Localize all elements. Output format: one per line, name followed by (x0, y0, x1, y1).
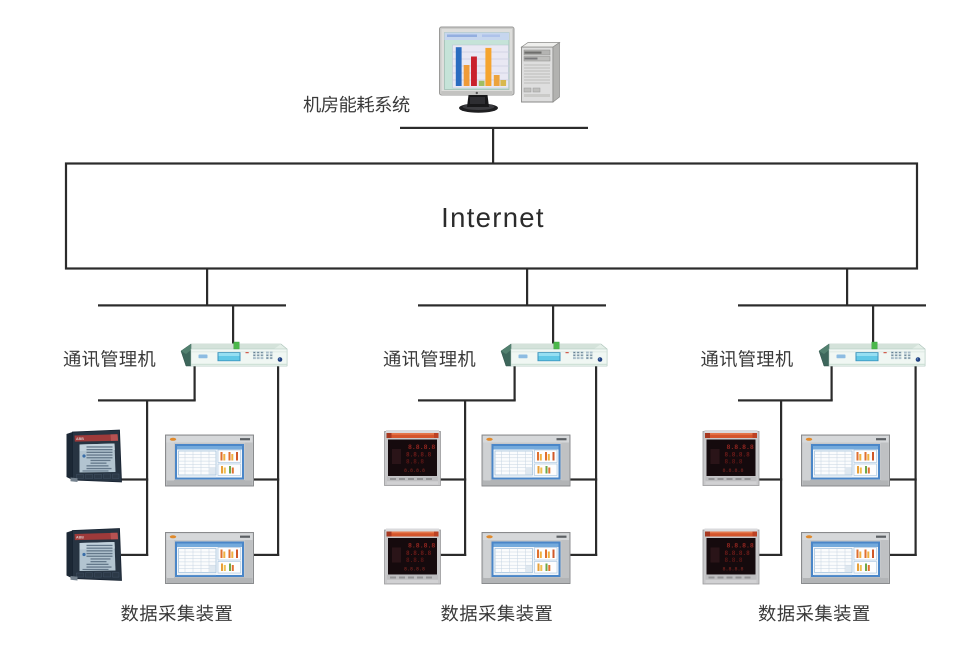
svg-text:Internet: Internet (441, 202, 545, 233)
